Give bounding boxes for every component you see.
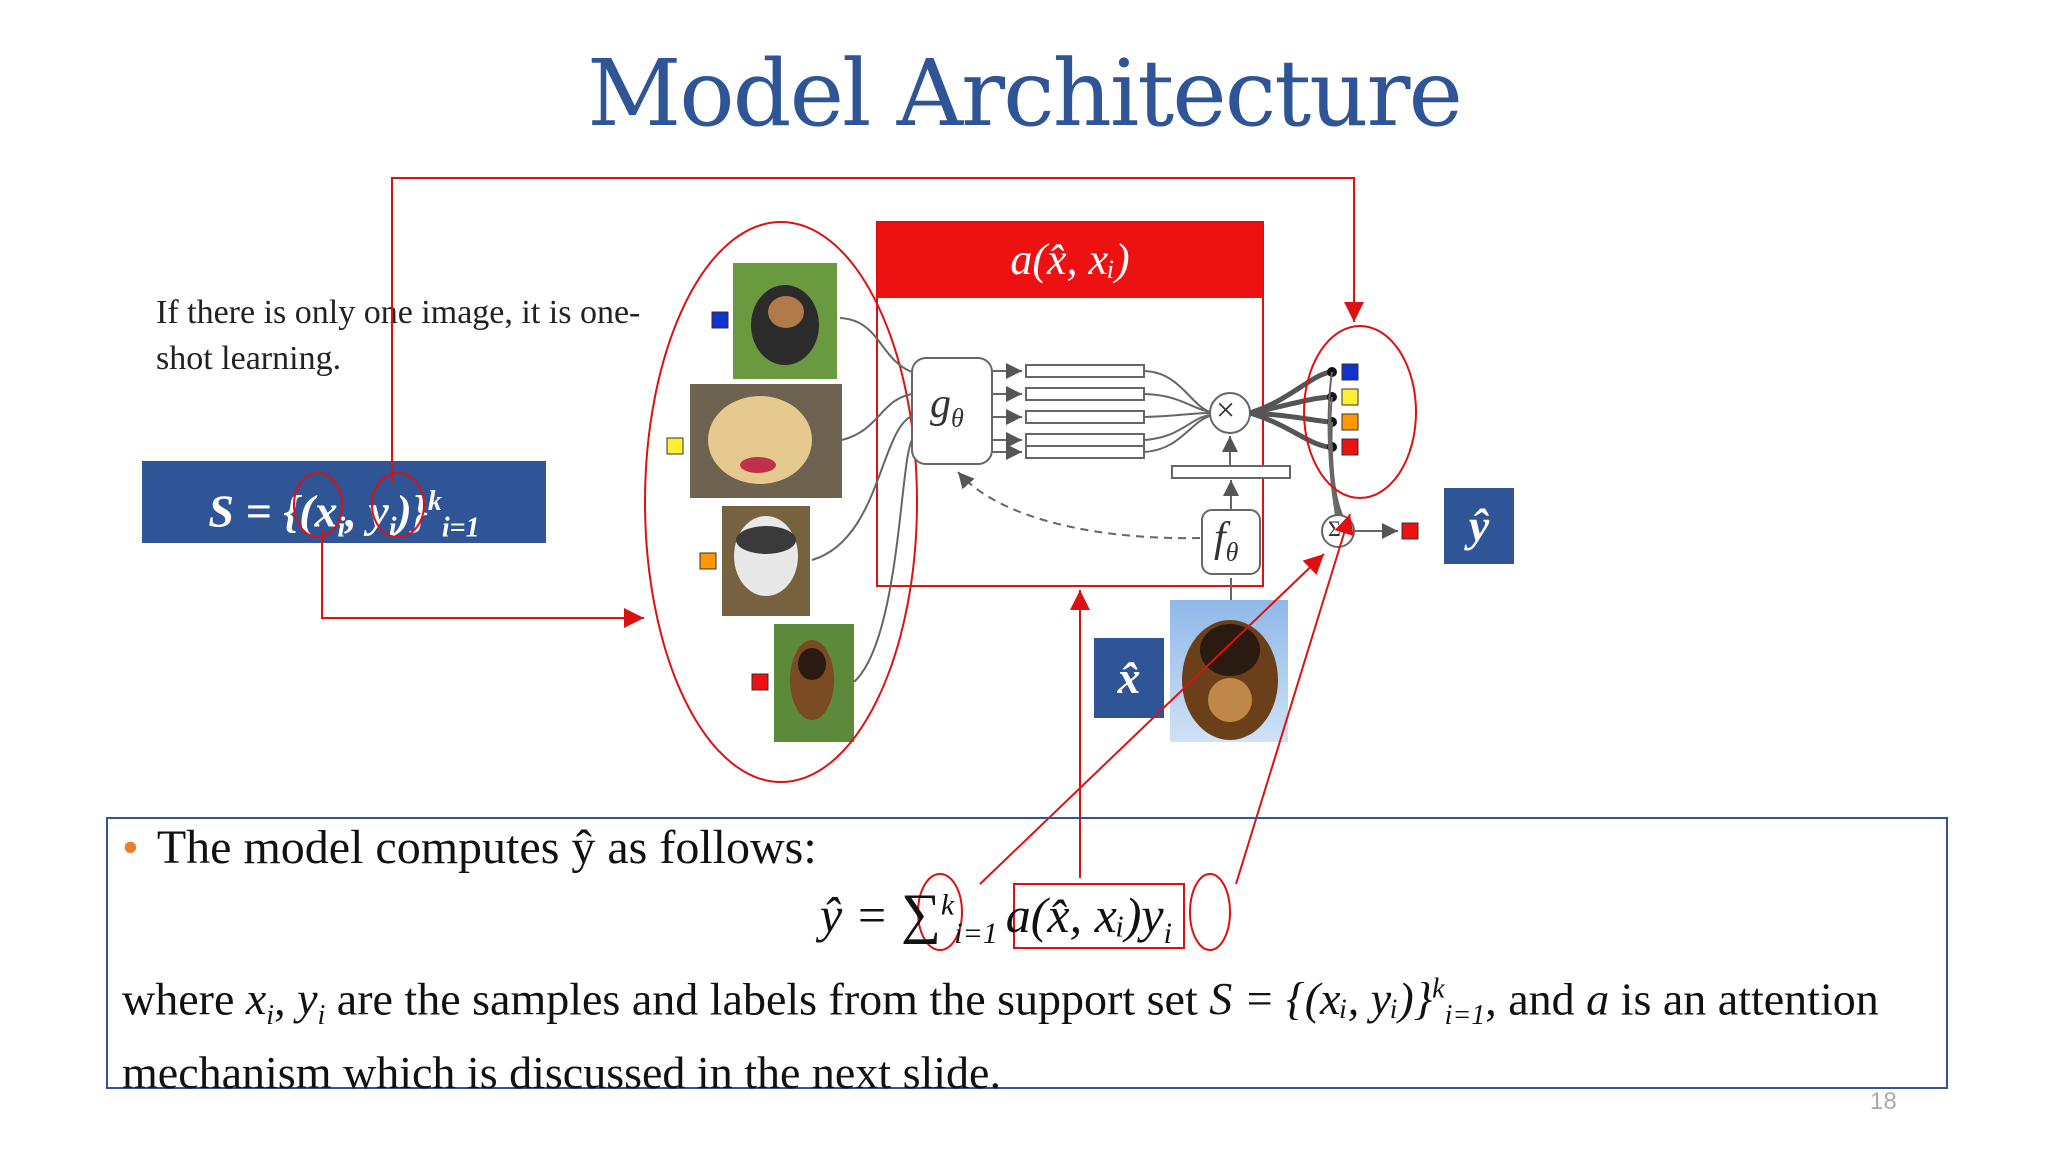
yi-circle bbox=[371, 472, 425, 538]
desc-sep: , bbox=[274, 973, 298, 1025]
desc-y-sub: i bbox=[317, 1000, 326, 1032]
swatch-blue bbox=[711, 311, 729, 329]
f-theta-f: f bbox=[1214, 515, 1226, 561]
desc-p3: , and bbox=[1485, 973, 1587, 1025]
desc-p2: are the samples and labels from the supp… bbox=[325, 973, 1210, 1025]
desc-x-sub: i bbox=[266, 1000, 275, 1032]
formula-label-sub: i bbox=[1163, 917, 1172, 950]
xi-circle bbox=[293, 472, 343, 538]
g-theta-label: gθ bbox=[930, 380, 964, 433]
bullet-line: • The model computes ŷ as follows: bbox=[122, 820, 817, 875]
desc-p1: where bbox=[122, 973, 246, 1025]
sum-symbol: Σ bbox=[1328, 516, 1341, 541]
support-set-sup: k bbox=[427, 486, 442, 517]
attention-rect bbox=[1013, 883, 1185, 949]
f-theta-sub: θ bbox=[1225, 537, 1239, 567]
yhat-box: ŷ bbox=[1444, 488, 1514, 564]
desc-set-sup: k bbox=[1432, 974, 1445, 1005]
formula-label: y bbox=[1141, 887, 1164, 943]
description-text: where xi, yi are the samples and labels … bbox=[122, 962, 1942, 1101]
support-set-x: x bbox=[314, 485, 338, 537]
desc-a: a bbox=[1586, 973, 1610, 1025]
f-theta-label: fθ bbox=[1214, 514, 1238, 567]
support-images-ellipse bbox=[644, 221, 918, 783]
bullet-dot: • bbox=[122, 821, 139, 874]
one-shot-note: If there is only one image, it is one-sh… bbox=[156, 294, 641, 377]
formula-sum: ∑ bbox=[900, 883, 941, 945]
support-set-eq: = {( bbox=[233, 485, 315, 537]
g-theta-sub: θ bbox=[951, 403, 964, 433]
formula-sum-sub: i=1 bbox=[954, 917, 998, 950]
desc-set: S = {(xᵢ, yᵢ)} bbox=[1209, 973, 1433, 1025]
formula-sum-sup: k bbox=[940, 888, 955, 922]
attention-header: a(x̂, xᵢ) bbox=[877, 222, 1263, 298]
support-set-comma: , bbox=[345, 485, 369, 537]
explanation-panel bbox=[106, 817, 1948, 1089]
swatch-yellow bbox=[666, 437, 684, 455]
support-set-y-sub: i bbox=[388, 512, 397, 544]
multiply-symbol: × bbox=[1216, 392, 1236, 429]
prediction-swatch bbox=[1401, 522, 1419, 540]
support-set-s: S bbox=[208, 485, 234, 537]
support-set-sub: i=1 bbox=[441, 512, 480, 544]
slide-title: Model Architecture bbox=[587, 40, 1463, 147]
desc-x: x bbox=[245, 973, 267, 1025]
formula-attention: a(x̂, xᵢ) bbox=[1005, 887, 1142, 943]
g-theta-g: g bbox=[930, 381, 951, 427]
output-labels-ellipse bbox=[1303, 325, 1417, 499]
swatch-red bbox=[751, 673, 769, 691]
bullet-text: The model computes ŷ as follows: bbox=[156, 821, 817, 874]
xhat-box: x̂ bbox=[1094, 638, 1164, 718]
support-set-x-sub: i bbox=[337, 512, 346, 544]
label-circle bbox=[1189, 873, 1231, 951]
swatch-orange bbox=[699, 552, 717, 570]
page-number: 18 bbox=[1870, 1088, 1897, 1115]
embedding-bars bbox=[1025, 364, 1145, 459]
support-images bbox=[690, 263, 854, 742]
desc-set-sub: i=1 bbox=[1444, 1000, 1486, 1032]
formula-lhs: ŷ = bbox=[820, 887, 901, 943]
desc-p4: is an attention mechanism which is discu… bbox=[122, 973, 1879, 1098]
attention-box bbox=[876, 221, 1264, 587]
desc-y: y bbox=[297, 973, 318, 1025]
sum-circle bbox=[917, 873, 963, 951]
g-theta-block bbox=[911, 357, 993, 465]
